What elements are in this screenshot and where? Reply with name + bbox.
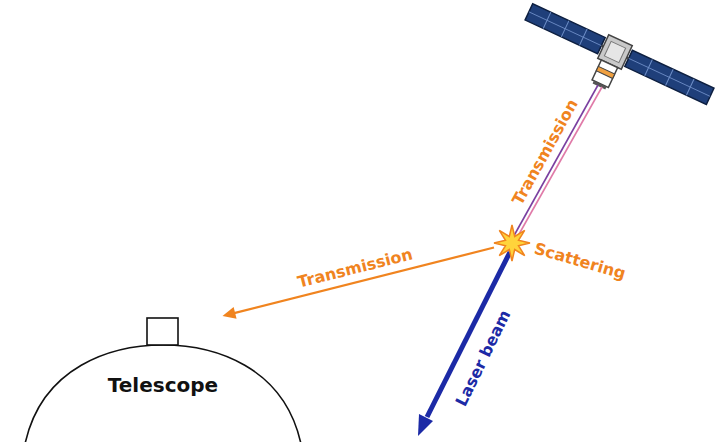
beam-label: Transmission <box>508 96 582 208</box>
scatter-point: Scattering <box>494 225 530 261</box>
telescope-dome: Telescope <box>22 316 304 442</box>
beam-label: Laser beam <box>452 307 515 409</box>
edge-label: Transmission <box>295 245 414 292</box>
node-label: Scattering <box>532 239 628 283</box>
node-label: Telescope <box>108 373 218 397</box>
transmission-beam <box>511 85 598 241</box>
laser-arrowhead <box>418 414 433 436</box>
star-shape <box>494 225 530 261</box>
satellite <box>513 0 716 131</box>
